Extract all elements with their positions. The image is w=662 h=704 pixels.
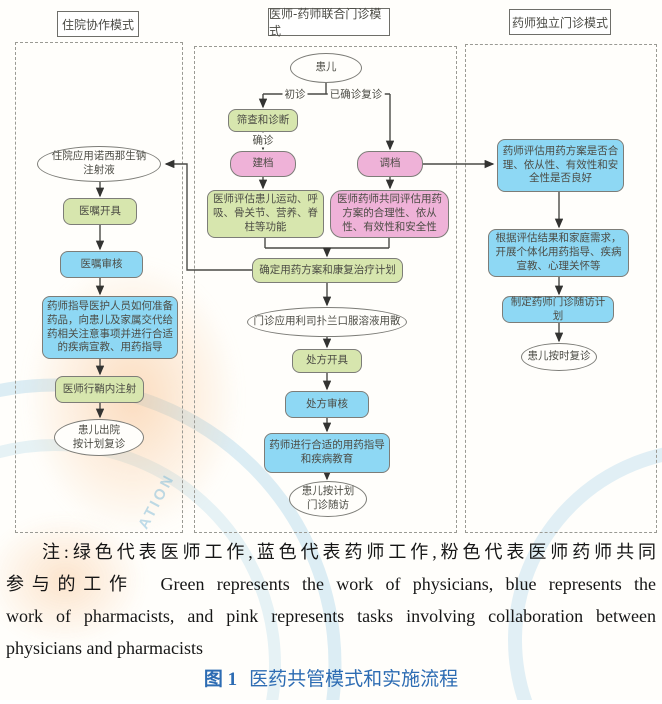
note-line: 参与的工作 Green represents the work of physi… (6, 574, 656, 594)
mode-title-joint-clinic: 医师-药师联合门诊模式 (268, 7, 390, 38)
mode-title-pharmacist-clinic: 药师独立门诊模式 (509, 9, 611, 35)
figure-caption: 图 1 医药共管模式和实施流程 (0, 664, 662, 691)
node-inpatient-nusinersen: 住院应用诺西那生钠 注射液 (37, 146, 161, 182)
figure-number: 图 1 (203, 669, 238, 690)
node-prescription-review: 处方审核 (285, 391, 369, 418)
node-create-file: 建档 (230, 151, 296, 177)
node-patient: 患儿 (290, 53, 362, 83)
node-prescription-issue: 处方开具 (292, 349, 362, 373)
label-confirmed-revisit: 已确诊复诊 (327, 86, 385, 102)
mode-title-inpatient: 住院协作模式 (57, 11, 139, 37)
node-outpatient-followup: 患儿按计划 门诊随访 (289, 481, 367, 517)
node-risdiplam: 门诊应用利司扑兰口服溶液用散 (247, 307, 407, 337)
label-confirmed: 确诊 (250, 132, 276, 148)
flowchart: 住院协作模式 医师-药师联合门诊模式 药师独立门诊模式 (15, 7, 657, 533)
pharmacist-clinic-column-frame (465, 44, 657, 533)
node-followup-plan: 制定药师门诊随访计划 (502, 296, 614, 323)
figure-title: 医药共管模式和实施流程 (249, 669, 459, 690)
node-timely-revisit: 患儿按时复诊 (521, 343, 597, 371)
node-treatment-plan: 确定用药方案和康复治疗计划 (252, 258, 403, 283)
note-line: 注:绿色代表医师工作,蓝色代表药师工作,粉色代表医师药师共同 (42, 542, 656, 562)
node-pharmacist-assessment: 药师评估用药方案是否合理、依从性、有效性和安全性是否良好 (497, 139, 624, 192)
node-joint-assessment: 医师药师共同评估用药方案的合理性、依从性、有效性和安全性 (330, 190, 449, 238)
node-pharmacist-guidance: 药师指导医护人员如何准备药品，向患儿及家属交代给药相关注意事项并进行合适的疾病宣… (42, 296, 178, 359)
node-order-review: 医嘱审核 (60, 251, 143, 278)
node-retrieve-file: 调档 (357, 151, 423, 177)
note-line: physicians and pharmacists (6, 638, 203, 658)
node-medication-education: 药师进行合适的用药指导和疾病教育 (264, 433, 390, 473)
node-screening-diagnosis: 筛查和诊断 (228, 109, 298, 132)
node-physician-assessment: 医师评估患儿运动、呼吸、骨关节、营养、脊柱等功能 (207, 190, 324, 238)
node-discharge-followup: 患儿出院 按计划复诊 (54, 419, 144, 456)
node-order-issue: 医嘱开具 (63, 198, 137, 225)
figure-note: 注:绿色代表医师工作,蓝色代表药师工作,粉色代表医师药师共同 参与的工作 Gre… (6, 536, 656, 664)
node-intrathecal-injection: 医师行鞘内注射 (55, 376, 144, 403)
node-individualized-care: 根据评估结果和家庭需求，开展个体化用药指导、疾病宣教、心理关怀等 (488, 229, 629, 277)
note-line: work of pharmacists, and pink represents… (6, 606, 656, 626)
label-first-visit: 初诊 (282, 86, 308, 102)
